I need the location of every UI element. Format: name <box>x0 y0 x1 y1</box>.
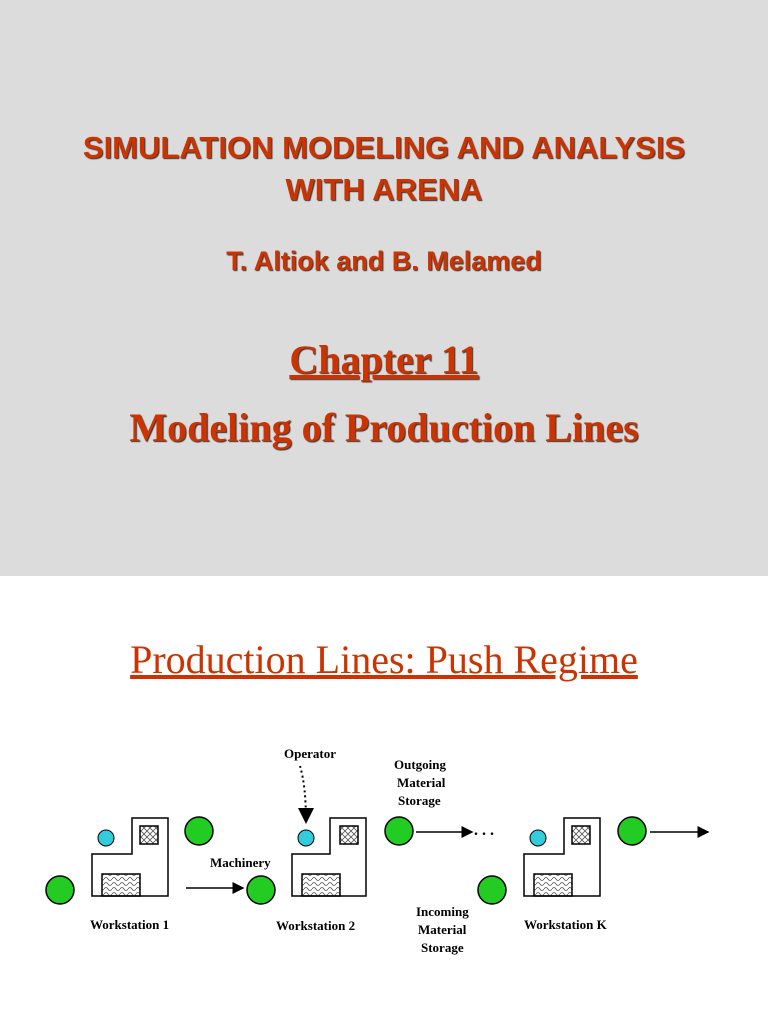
machinery-label: Machinery <box>210 855 271 870</box>
book-title-line1: SIMULATION MODELING AND ANALYSIS <box>82 130 686 165</box>
incoming-label-2: Material <box>418 922 467 937</box>
workstation-1-label: Workstation 1 <box>90 917 169 932</box>
machine-icon <box>339 825 359 845</box>
buffer-1-in <box>45 875 75 905</box>
workstation-2 <box>291 817 367 897</box>
buffer-1-out <box>184 816 214 846</box>
workstation-1 <box>91 817 169 897</box>
outgoing-label-2: Material <box>397 775 446 790</box>
workstation-k <box>523 817 601 897</box>
buffer-k-out <box>617 816 647 846</box>
storage-icon <box>101 873 141 897</box>
buffer-2-in <box>246 875 276 905</box>
workstation-2-label: Workstation 2 <box>276 918 355 933</box>
machine-icon <box>139 825 159 845</box>
storage-icon <box>301 873 341 897</box>
operator-icon <box>97 829 115 847</box>
chapter-title: Modeling of Production Lines <box>129 405 639 450</box>
production-line-diagram: Operator Outgoing Material Storage Works… <box>45 746 710 955</box>
operator-icon <box>297 829 315 847</box>
storage-icon <box>533 873 573 897</box>
chapter-heading: Chapter 11 <box>289 337 479 382</box>
outgoing-label-1: Outgoing <box>394 757 447 772</box>
buffer-k-in <box>477 875 507 905</box>
slide-title: Production Lines: Push Regime <box>0 636 768 683</box>
operator-label: Operator <box>284 746 336 761</box>
incoming-label-3: Storage <box>421 940 464 955</box>
machine-icon <box>571 825 591 845</box>
ellipsis: . . . <box>474 822 494 839</box>
slide-title-text: Production Lines: Push Regime <box>130 637 638 682</box>
operator-arrow <box>297 765 314 824</box>
workstation-k-label: Workstation K <box>524 917 608 932</box>
outgoing-label-3: Storage <box>398 793 441 808</box>
buffer-2-out <box>384 816 414 846</box>
content-slide: Production Lines: Push Regime Operator O… <box>0 576 768 1024</box>
title-slide: SIMULATION MODELING AND ANALYSIS WITH AR… <box>0 0 768 576</box>
book-title-line2: WITH ARENA <box>285 172 483 207</box>
incoming-label-1: Incoming <box>416 904 469 919</box>
operator-icon <box>529 829 547 847</box>
authors: T. Altiok and B. Melamed <box>226 246 542 276</box>
